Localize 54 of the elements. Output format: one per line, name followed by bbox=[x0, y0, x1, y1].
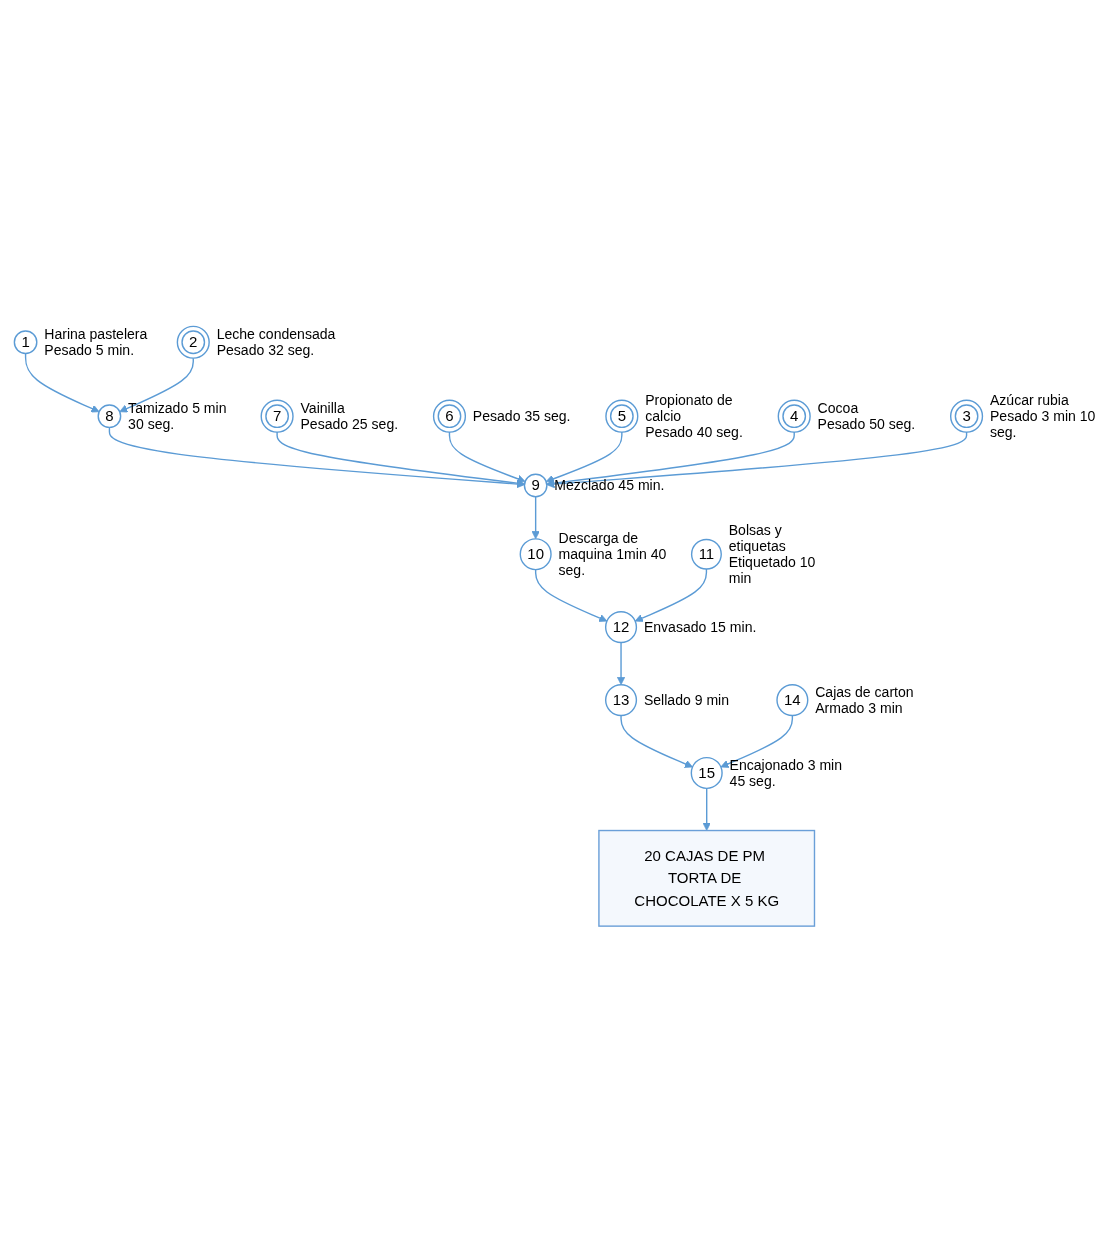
node-label: Mezclado 45 min. bbox=[553, 476, 664, 493]
node-circle: 13 bbox=[604, 683, 637, 716]
node-circle: 1 bbox=[13, 330, 37, 354]
node-label: Azúcar rubia bbox=[989, 391, 1069, 408]
node-label: Sellado 9 min bbox=[643, 691, 729, 708]
arrow bbox=[545, 431, 795, 487]
node-label: Pesado 40 seg. bbox=[644, 423, 743, 440]
arrow bbox=[534, 568, 607, 622]
node-label: Leche condensada bbox=[216, 325, 335, 342]
node-circle: 8 bbox=[97, 404, 121, 428]
node-label: Encajonado 3 min 45 seg. bbox=[729, 756, 842, 789]
node-label: Etiquetado 10 min bbox=[728, 553, 815, 586]
arrow bbox=[448, 431, 526, 483]
node-circle: 3 bbox=[949, 399, 983, 433]
node-circle: 7 bbox=[260, 399, 294, 433]
node-label: Pesado 3 min 10 seg. bbox=[989, 407, 1095, 440]
node-label: Tamizado 5 min 30 seg. bbox=[127, 399, 226, 432]
node-label: Propionato de calcio bbox=[644, 391, 733, 424]
node-label: Vainilla bbox=[299, 399, 345, 416]
arrow bbox=[719, 714, 793, 768]
node-label: Pesado 5 min. bbox=[43, 341, 134, 358]
node-label: Descarga de maquina 1min 40 seg. bbox=[558, 529, 666, 578]
node-label: Cocoa bbox=[817, 399, 858, 416]
node-circle: 15 bbox=[690, 756, 723, 789]
node-circle: 14 bbox=[775, 683, 808, 716]
arrow bbox=[619, 714, 693, 768]
node-circle: 9 bbox=[523, 473, 548, 498]
arrow bbox=[24, 352, 100, 413]
arrow bbox=[702, 787, 711, 831]
arrow bbox=[108, 426, 525, 488]
node-label: Pesado 35 seg. bbox=[472, 407, 570, 424]
node-box: 20 CAJAS DE PM TORTA DE CHOCOLATE X 5 KG bbox=[597, 829, 815, 927]
node-circle: 4 bbox=[777, 399, 811, 433]
arrow bbox=[118, 357, 194, 413]
arrow bbox=[545, 431, 623, 483]
node-circle: 11 bbox=[690, 538, 722, 570]
node-label: Harina pastelera bbox=[43, 325, 147, 342]
node-circle: 5 bbox=[604, 399, 638, 433]
node-label: Bolsas y etiquetas bbox=[728, 521, 786, 554]
node-circle: 10 bbox=[519, 537, 552, 571]
node-circle: 12 bbox=[604, 610, 637, 643]
node-label: Pesado 32 seg. bbox=[216, 341, 314, 358]
arrow bbox=[545, 431, 967, 488]
node-label: Pesado 25 seg. bbox=[299, 415, 398, 432]
node-circle: 6 bbox=[432, 399, 466, 433]
arrow bbox=[275, 431, 525, 487]
node-circle: 2 bbox=[176, 325, 210, 359]
node-label: Pesado 50 seg. bbox=[817, 415, 915, 432]
node-label: Armado 3 min bbox=[814, 699, 903, 716]
node-label: Envasado 15 min. bbox=[643, 618, 756, 635]
arrow bbox=[634, 568, 707, 622]
node-label: Cajas de carton bbox=[814, 683, 914, 700]
arrow bbox=[531, 495, 540, 539]
arrow bbox=[616, 641, 625, 685]
